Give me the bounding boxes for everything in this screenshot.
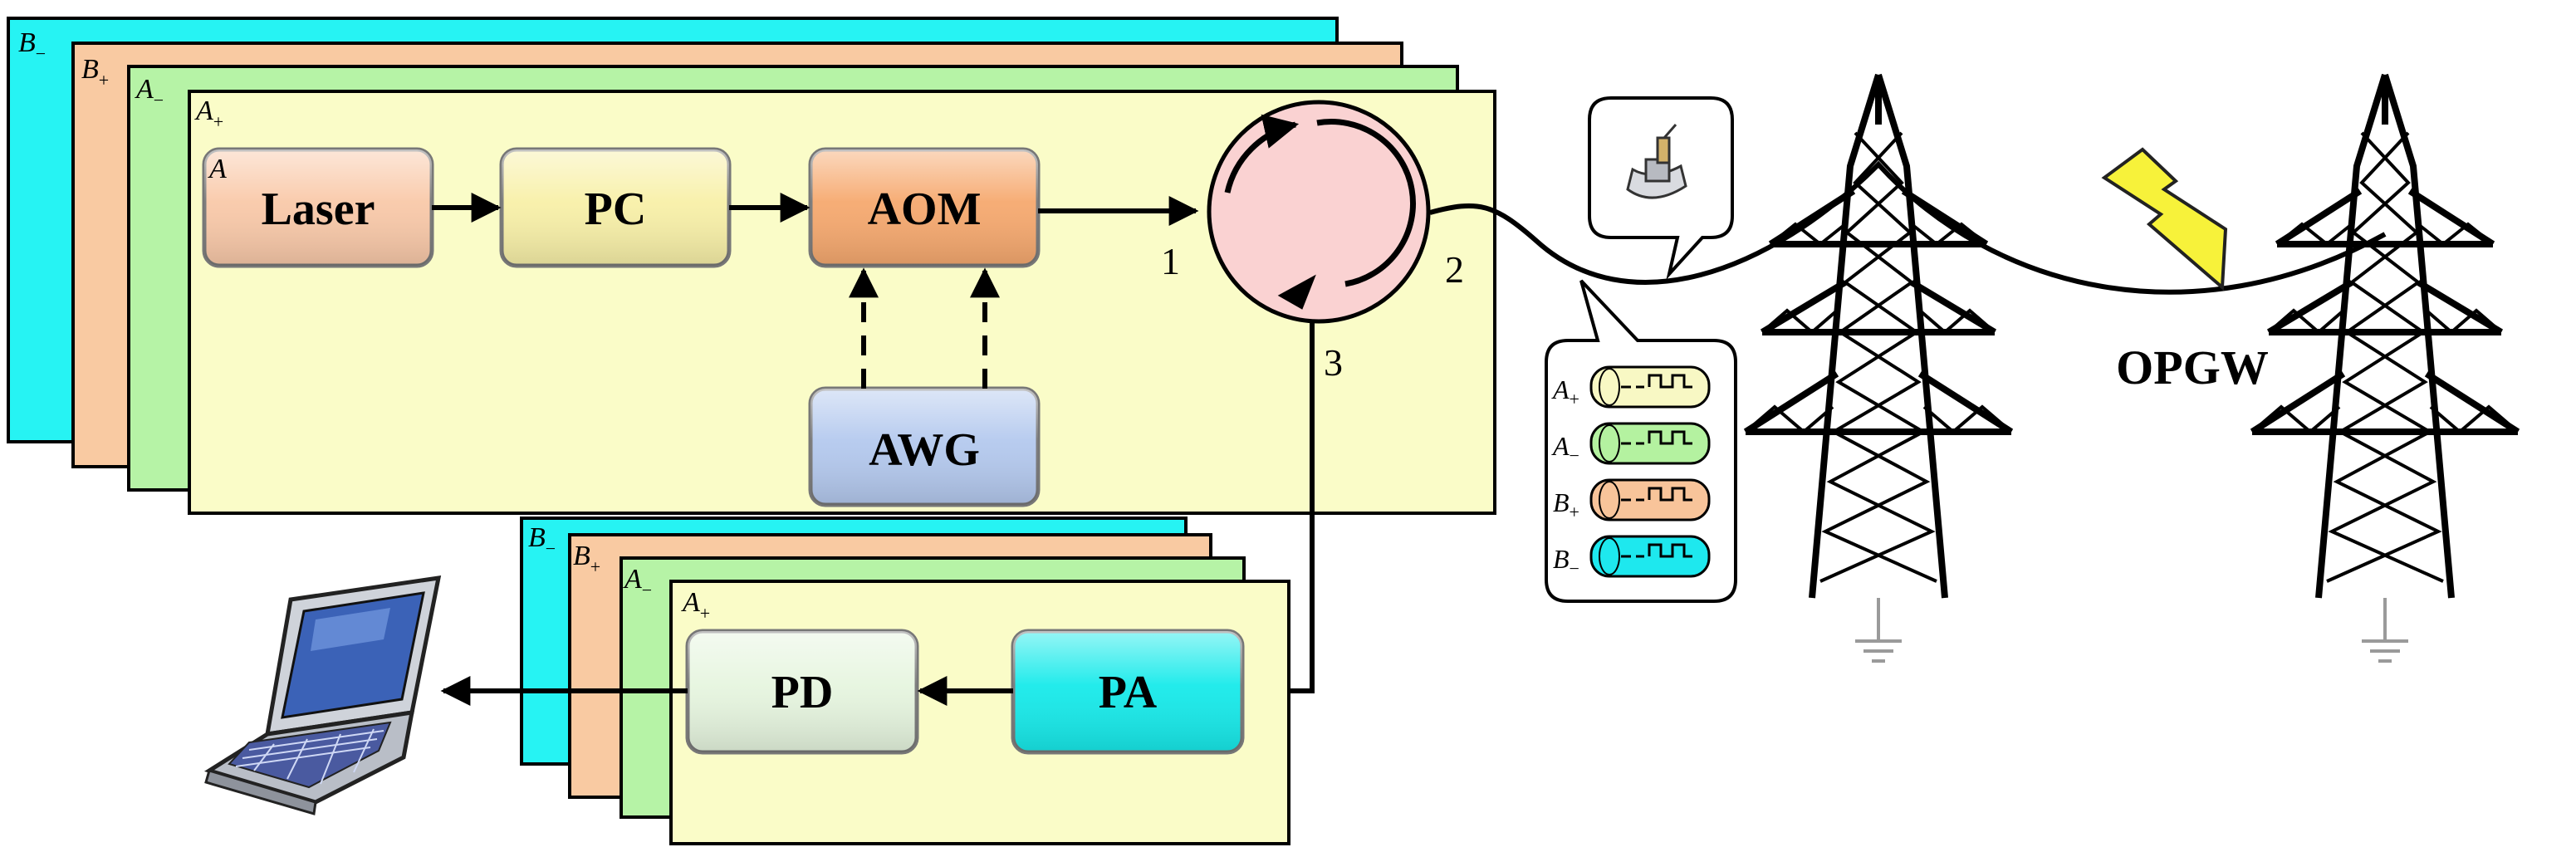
- lightning-icon: [2101, 147, 2228, 291]
- pa-label: PA: [1099, 667, 1158, 718]
- svg-text:A−: A−: [623, 564, 652, 600]
- pc-label: PC: [585, 184, 647, 235]
- svg-text:A−: A−: [1551, 431, 1579, 466]
- transmission-tower-left: [1743, 73, 2014, 663]
- circulator-port-2: 2: [1445, 248, 1464, 291]
- svg-text:A+: A+: [1551, 375, 1579, 409]
- svg-text:B−: B−: [1553, 544, 1579, 579]
- svg-text:A+: A+: [681, 587, 710, 624]
- pc-box: PC: [499, 147, 732, 268]
- aom-box: AOM: [808, 147, 1041, 268]
- svg-text:B+: B+: [81, 54, 109, 91]
- laser-label: Laser: [262, 184, 375, 235]
- awg-box: AWG: [808, 386, 1041, 507]
- circulator-port-1: 1: [1161, 240, 1180, 282]
- sensor-callout: [1588, 96, 1734, 280]
- svg-text:A+: A+: [194, 95, 223, 132]
- fiber-sensor-icon: [1626, 124, 1687, 199]
- pa-box: PA: [1011, 629, 1245, 755]
- awg-label: AWG: [869, 424, 980, 476]
- opgw-label: OPGW: [2116, 340, 2269, 394]
- svg-text:B+: B+: [1553, 487, 1579, 522]
- svg-text:B−: B−: [18, 27, 46, 64]
- circulator-port-3: 3: [1324, 341, 1343, 384]
- transmission-tower-right: [2250, 73, 2520, 663]
- svg-text:B−: B−: [528, 522, 556, 559]
- aom-label: AOM: [868, 184, 982, 235]
- pd-box: PD: [685, 629, 919, 755]
- legend-item-a-plus: A+: [1551, 365, 1711, 409]
- pd-label: PD: [771, 667, 834, 718]
- legend-item-b-plus: B+: [1553, 478, 1711, 522]
- circulator: [1207, 100, 1431, 324]
- svg-text:B+: B+: [573, 541, 600, 577]
- laser-corner-mark: A: [208, 154, 227, 184]
- laptop-icon: [203, 575, 442, 815]
- svg-text:A−: A−: [135, 74, 164, 110]
- legend-item-b-minus: B−: [1553, 535, 1711, 579]
- legend-item-a-minus: A−: [1551, 422, 1711, 466]
- laser-box: A Laser: [202, 147, 434, 268]
